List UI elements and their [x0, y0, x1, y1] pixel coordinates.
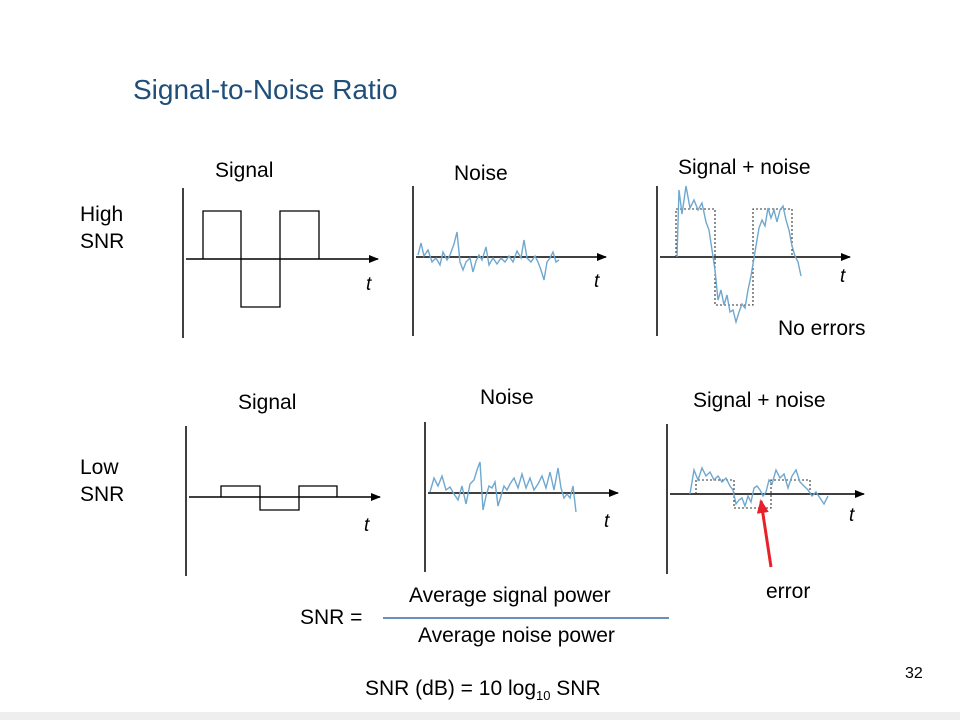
signal-panel-high — [182, 188, 379, 338]
snr-denominator: Average noise power — [418, 624, 615, 647]
square-wave-high — [202, 210, 320, 308]
error-note: error — [766, 580, 811, 603]
square-wave-low — [220, 485, 338, 511]
sum-panel-low — [666, 424, 865, 574]
time-label: t — [840, 266, 846, 287]
noise-trace-high — [417, 231, 560, 281]
signal-panel-low — [185, 426, 381, 576]
time-label: t — [594, 271, 600, 292]
time-label: t — [849, 505, 855, 526]
signal-title-low: Signal — [238, 391, 297, 414]
noisy-signal-trace-high — [676, 185, 802, 325]
row-label-line2: SNR — [80, 230, 125, 253]
snr-db-suffix: SNR — [550, 677, 601, 700]
fraction-bar — [383, 617, 669, 619]
sum-title-high: Signal + noise — [678, 156, 811, 179]
noise-panel-high — [412, 186, 607, 336]
row-label-line1: Low — [80, 456, 119, 479]
row-label-high-snr: High SNR — [80, 201, 124, 255]
slide-title: Signal-to-Noise Ratio — [133, 74, 398, 105]
row-label-low-snr: Low SNR — [80, 454, 124, 508]
dotted-reference-square-high — [675, 208, 793, 306]
no-errors-note: No errors — [778, 317, 866, 340]
error-arrow — [756, 499, 773, 568]
time-label: t — [604, 511, 610, 532]
noisy-signal-trace-low — [689, 466, 829, 509]
time-label: t — [366, 274, 372, 295]
noise-title-low: Noise — [480, 386, 534, 409]
dotted-reference-square-low — [695, 479, 811, 509]
page-number: 32 — [905, 665, 923, 682]
log-base-subscript: 10 — [536, 688, 551, 704]
time-label: t — [364, 515, 370, 536]
signal-title-high: Signal — [215, 159, 274, 182]
snr-lhs: SNR = — [300, 606, 363, 629]
noise-trace-low — [429, 461, 577, 513]
row-label-line2: SNR — [80, 483, 125, 506]
snr-numerator: Average signal power — [409, 584, 611, 607]
row-label-line1: High — [80, 203, 124, 226]
snr-db-prefix: SNR (dB) = 10 log — [365, 677, 536, 700]
noise-panel-low — [424, 422, 619, 572]
bottom-bar — [0, 712, 960, 720]
noise-title-high: Noise — [454, 162, 508, 185]
sum-panel-high — [656, 185, 851, 336]
snr-db-formula: SNR (dB) = 10 log10 SNR — [365, 677, 601, 703]
sum-title-low: Signal + noise — [693, 389, 826, 412]
